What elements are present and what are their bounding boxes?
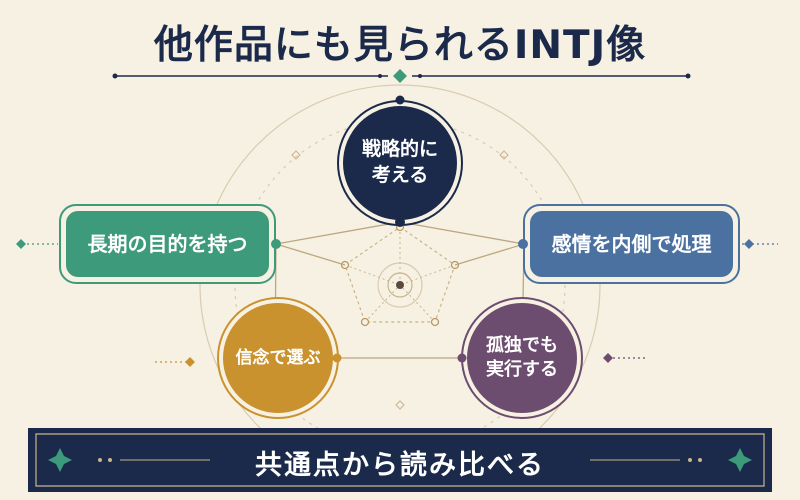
node-left: [59, 204, 281, 284]
title-ornament: [112, 69, 691, 83]
node-right: [518, 204, 740, 284]
node-bottom-left: [217, 297, 342, 419]
node-top: [337, 95, 463, 227]
bottom-banner: [28, 428, 772, 492]
node-left-label: 長期の目的を持つ: [87, 231, 248, 256]
page-title: 他作品にも見られるINTJ像: [153, 23, 647, 68]
side-ornaments: [16, 150, 778, 410]
node-top-label: 戦略的に 考える: [361, 138, 438, 186]
banner-label: 共通点から読み比べる: [255, 450, 545, 481]
node-bottom-left-label: 信念で選ぶ: [235, 347, 321, 368]
inner-pentagon: [340, 222, 460, 327]
node-bottom-right-label: 孤独でも 実行する: [486, 334, 558, 380]
node-right-label: 感情を内側で処理: [551, 231, 712, 256]
node-bottom-right: [457, 297, 583, 419]
